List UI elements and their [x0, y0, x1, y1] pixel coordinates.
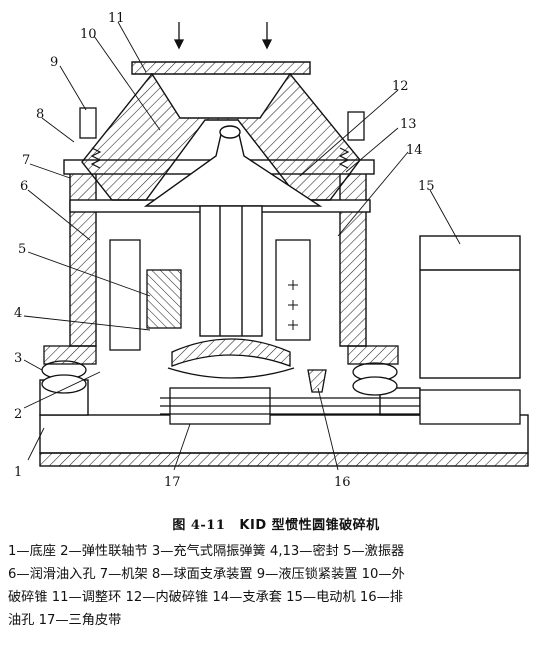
frame-lower	[43, 345, 399, 365]
callout-labels: 1 2 3 4 5 6 7 8 9 10 11 12 13 14 15 16 1…	[14, 11, 435, 490]
callout-4: 4	[14, 306, 22, 321]
callout-11: 11	[108, 11, 125, 26]
legend-line: 油孔 17—三角皮带	[8, 613, 122, 628]
electric-motor	[419, 235, 521, 379]
legend-line: 1—底座 2—弹性联轴节 3—充气式隔振弹簧 4,13—密封 5—激振器	[8, 544, 405, 559]
figure-caption: 图 4-11 KID 型惯性圆锥破碎机	[0, 514, 552, 533]
callout-17: 17	[164, 475, 181, 490]
spherical-support	[167, 338, 295, 379]
figure-title: KID 型惯性圆锥破碎机	[239, 518, 380, 533]
callout-9: 9	[50, 55, 58, 70]
exciter	[109, 239, 311, 351]
feed-arrows	[173, 22, 273, 50]
callout-6: 6	[20, 179, 28, 194]
outer-cone	[81, 61, 361, 201]
callout-15: 15	[418, 179, 435, 194]
isolation-springs	[41, 360, 398, 396]
hydraulic-lock	[79, 107, 365, 141]
callout-13: 13	[400, 117, 417, 132]
callout-3: 3	[14, 351, 22, 366]
callout-7: 7	[22, 153, 30, 168]
callout-16: 16	[334, 475, 351, 490]
legend-line: 破碎锥 11—调整环 12—内破碎锥 14—支承套 15—电动机 16—排	[8, 590, 403, 605]
callout-5: 5	[18, 242, 26, 257]
v-belt-drive	[160, 387, 521, 425]
crusher-diagram: 1 2 3 4 5 6 7 8 9 10 11 12 13 14 15 16 1…	[14, 11, 529, 490]
callout-14: 14	[406, 143, 423, 158]
drain-hole	[307, 369, 327, 393]
support-springs	[90, 147, 350, 169]
legend: 1—底座 2—弹性联轴节 3—充气式隔振弹簧 4,13—密封 5—激振器 6—润…	[8, 540, 548, 632]
callout-12: 12	[392, 79, 409, 94]
callout-10: 10	[80, 27, 97, 42]
legend-line: 6—润滑油入孔 7—机架 8—球面支承装置 9—液压锁紧装置 10—外	[8, 567, 405, 582]
inner-cone	[143, 125, 323, 337]
leader-lines	[23, 21, 461, 471]
callout-2: 2	[14, 407, 22, 422]
callout-8: 8	[36, 107, 44, 122]
figure-number: 图 4-11	[172, 518, 226, 533]
callout-1: 1	[14, 465, 22, 480]
